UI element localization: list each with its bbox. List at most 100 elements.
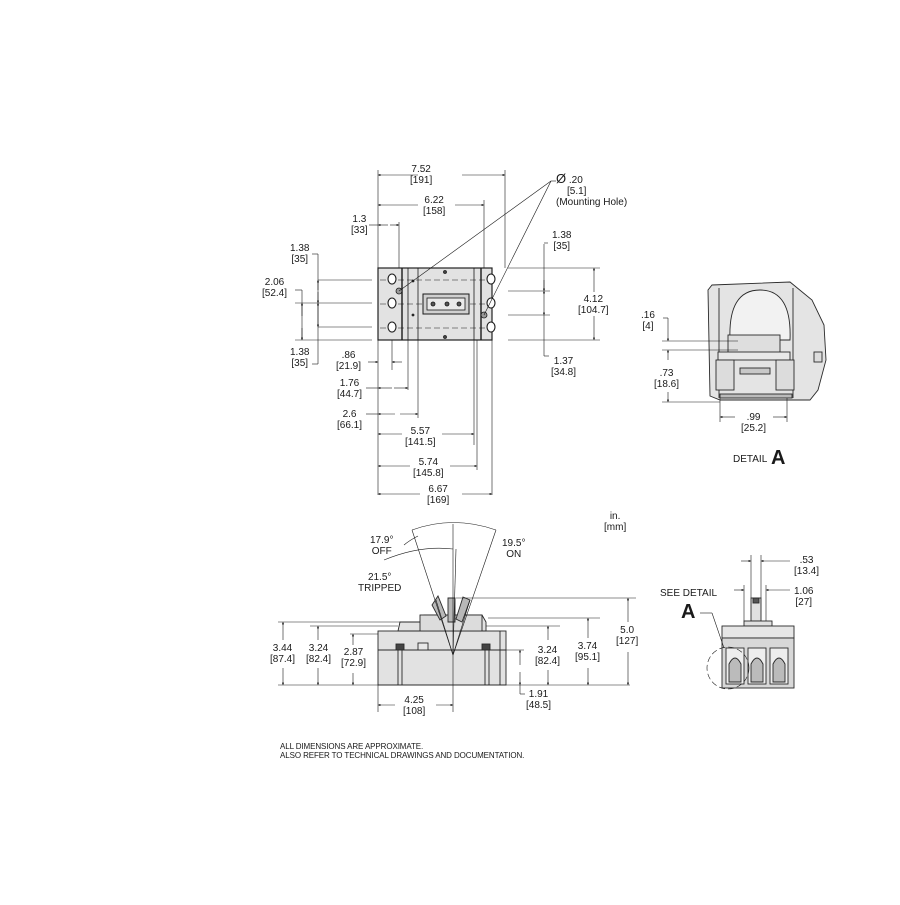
dim-mm: [87.4] bbox=[270, 654, 296, 665]
side-view-dimensions bbox=[278, 522, 636, 712]
dim-mm: [44.7] bbox=[337, 389, 363, 400]
dim-mm: [66.1] bbox=[337, 420, 363, 431]
dim-in: 1.91 bbox=[528, 689, 549, 700]
detail-a-dimensions bbox=[662, 317, 788, 422]
dim-detail-016: .16 [4] bbox=[641, 310, 655, 332]
dim-in: .20 bbox=[568, 175, 583, 186]
dim-287: 2.87 [72.9] bbox=[341, 647, 366, 669]
dim-mm: [35] bbox=[291, 254, 309, 265]
dim-mm: [18.6] bbox=[654, 379, 680, 390]
front-view-dimensions bbox=[295, 170, 600, 496]
dim-mm: [104.7] bbox=[578, 305, 609, 316]
dim-mm: [52.4] bbox=[262, 288, 288, 299]
dim-in: 6.67 bbox=[428, 484, 448, 495]
dim-left-bottom-spacing: 1.38 [35] bbox=[290, 347, 309, 369]
detail-a-letter: A bbox=[771, 447, 786, 469]
dim-mm: [82.4] bbox=[306, 654, 332, 665]
dim-mounting-span: 6.22 [158] bbox=[423, 195, 445, 217]
dim-mm: [95.1] bbox=[575, 652, 601, 663]
dim-mm: [82.4] bbox=[535, 656, 561, 667]
dim-in: 7.52 bbox=[411, 164, 431, 175]
dim-in: .86 bbox=[341, 350, 356, 361]
dim-mm: [158] bbox=[423, 206, 446, 217]
dim-in: .16 bbox=[641, 310, 655, 321]
dim-in: 2.87 bbox=[343, 647, 364, 658]
units-secondary: [mm] bbox=[604, 522, 627, 533]
dim-086: .86 [21.9] bbox=[336, 350, 361, 372]
dim-in: .73 bbox=[659, 368, 674, 379]
dim-mm: [4] bbox=[642, 321, 654, 332]
dim-in: 4.12 bbox=[583, 294, 604, 305]
units-legend: in. [mm] bbox=[604, 511, 626, 533]
dim-053: .53 [13.4] bbox=[794, 555, 819, 577]
dim-height: 4.12 [104.7] bbox=[578, 294, 609, 316]
dim-106: 1.06 [27] bbox=[794, 586, 813, 608]
dim-in: 1.3 bbox=[352, 214, 367, 225]
dim-in: .53 bbox=[799, 555, 814, 566]
dim-mm: [141.5] bbox=[405, 437, 436, 448]
dim-mounting-hole: Ø .20 [5.1] (Mounting Hole) bbox=[556, 171, 628, 208]
dim-in: 1.38 bbox=[552, 230, 572, 241]
dim-667: 6.67 [169] bbox=[427, 484, 449, 506]
dim-left-center-spacing: 2.06 [52.4] bbox=[262, 277, 287, 299]
end-view bbox=[721, 597, 795, 689]
dim-in: 1.76 bbox=[339, 378, 360, 389]
dim-note: (Mounting Hole) bbox=[556, 197, 628, 208]
dim-mm: [13.4] bbox=[794, 566, 820, 577]
dim-mm: [5.1] bbox=[567, 186, 587, 197]
dim-in: 3.74 bbox=[577, 641, 598, 652]
dim-mm: [25.2] bbox=[741, 423, 767, 434]
dim-right-bottom-spacing: 1.37 [34.8] bbox=[551, 356, 576, 378]
dim-in: 1.06 bbox=[794, 586, 814, 597]
detail-title-prefix: DETAIL bbox=[733, 454, 768, 465]
units-primary: in. bbox=[609, 511, 621, 522]
dim-557: 5.57 [141.5] bbox=[405, 426, 436, 448]
dim-detail-099: .99 [25.2] bbox=[741, 412, 766, 434]
end-view-dimensions bbox=[700, 555, 790, 690]
dim-in: 1.37 bbox=[553, 356, 574, 367]
dim-mm: [145.8] bbox=[413, 468, 444, 479]
dim-mm: [33] bbox=[351, 225, 368, 236]
note-approximate: ALL DIMENSIONS ARE APPROXIMATE. bbox=[280, 742, 424, 751]
dim-26: 2.6 [66.1] bbox=[337, 409, 362, 431]
dim-324-right: 3.24 [82.4] bbox=[535, 645, 560, 667]
dim-detail-073: .73 [18.6] bbox=[654, 368, 679, 390]
dim-in: 2.6 bbox=[342, 409, 357, 420]
dim-in: .99 bbox=[746, 412, 761, 423]
dim-574: 5.74 [145.8] bbox=[413, 457, 444, 479]
dim-50: 5.0 [127] bbox=[616, 625, 638, 647]
see-detail-label: SEE DETAIL bbox=[660, 588, 718, 599]
dim-344: 3.44 [87.4] bbox=[270, 643, 295, 665]
front-view bbox=[377, 267, 496, 341]
dim-374: 3.74 [95.1] bbox=[575, 641, 600, 663]
dim-left-top-spacing: 1.38 [35] bbox=[290, 243, 309, 265]
dim-mm: [48.5] bbox=[526, 700, 552, 711]
dim-mm: [169] bbox=[427, 495, 450, 506]
dim-mm: [127] bbox=[616, 636, 639, 647]
dim-in: 1.38 bbox=[290, 243, 310, 254]
dim-in: 6.22 bbox=[424, 195, 444, 206]
dim-176: 1.76 [44.7] bbox=[337, 378, 362, 400]
dim-324-left: 3.24 [82.4] bbox=[306, 643, 331, 665]
angle-tripped: 21.5° TRIPPED bbox=[358, 572, 401, 594]
detail-a-view bbox=[707, 281, 827, 401]
angle-label: OFF bbox=[371, 546, 392, 557]
dim-mm: [21.9] bbox=[336, 361, 362, 372]
dim-in: 5.57 bbox=[410, 426, 431, 437]
angle-value: 19.5° bbox=[502, 538, 526, 549]
dim-mm: [191] bbox=[410, 175, 433, 186]
dim-425: 4.25 [108] bbox=[403, 695, 425, 717]
dim-in: 3.44 bbox=[272, 643, 293, 654]
dim-in: 2.06 bbox=[264, 277, 285, 288]
dim-mm: [72.9] bbox=[341, 658, 367, 669]
dim-right-top-spacing: 1.38 [35] bbox=[552, 230, 571, 252]
diameter-icon: Ø bbox=[556, 171, 567, 186]
dim-mm: [34.8] bbox=[551, 367, 577, 378]
dim-mm: [35] bbox=[291, 358, 309, 369]
dim-in: 4.25 bbox=[404, 695, 424, 706]
detail-a-title: DETAIL bbox=[733, 454, 767, 465]
angle-value: 21.5° bbox=[367, 572, 392, 583]
dim-in: 3.24 bbox=[308, 643, 329, 654]
